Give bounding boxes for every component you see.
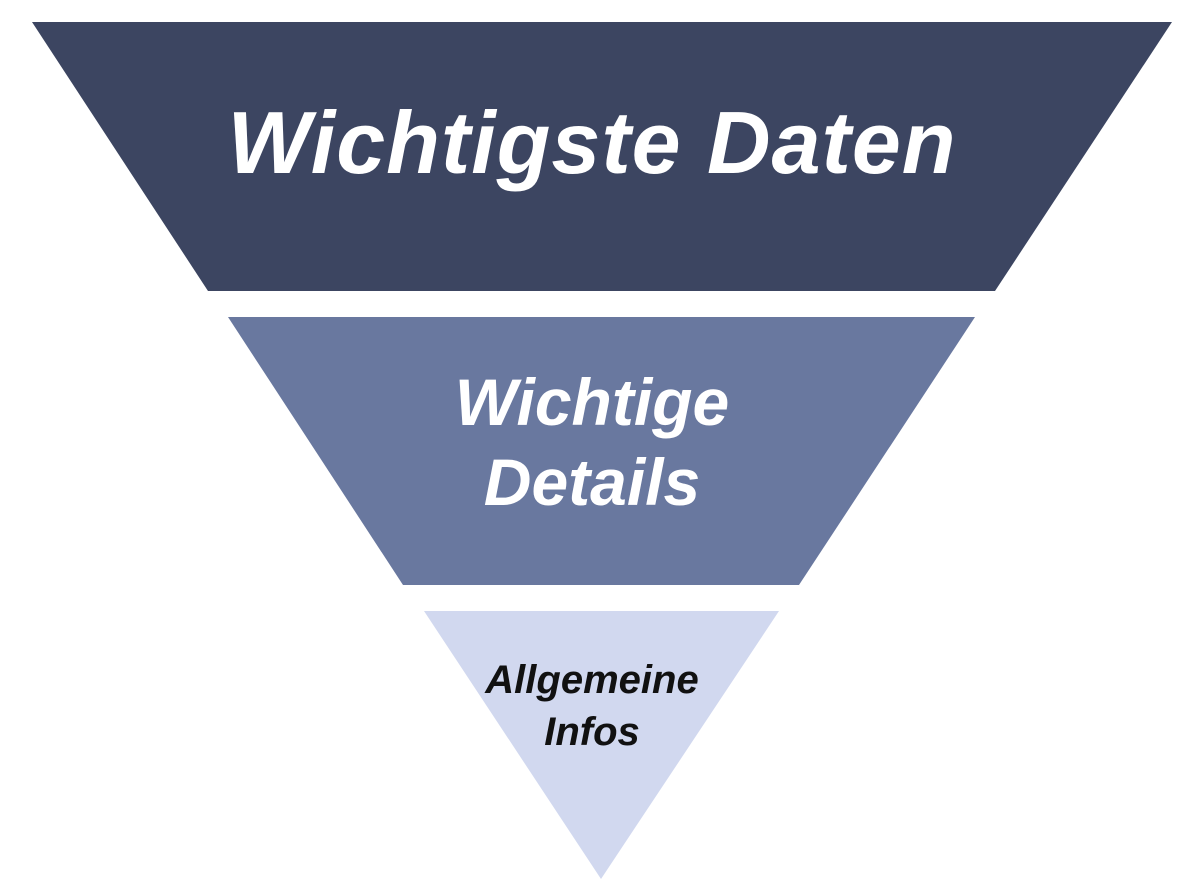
- layer-top-trapezoid: [32, 22, 1172, 291]
- layer-bottom-label-line-1: Allgemeine: [485, 658, 699, 702]
- layer-middle-label: Wichtige Details: [0, 362, 1184, 522]
- layer-bottom-triangle: [424, 611, 779, 879]
- layer-middle-trapezoid: [228, 317, 975, 585]
- layer-bottom-label: Allgemeine Infos: [0, 654, 1184, 758]
- layer-top-label: Wichtigste Daten: [0, 88, 1184, 198]
- layer-middle-label-line-2: Details: [483, 445, 701, 519]
- layer-bottom-label-line-2: Infos: [544, 710, 640, 754]
- layer-top-label-line-1: Wichtigste Daten: [227, 93, 957, 192]
- layer-middle-label-line-1: Wichtige: [454, 365, 730, 439]
